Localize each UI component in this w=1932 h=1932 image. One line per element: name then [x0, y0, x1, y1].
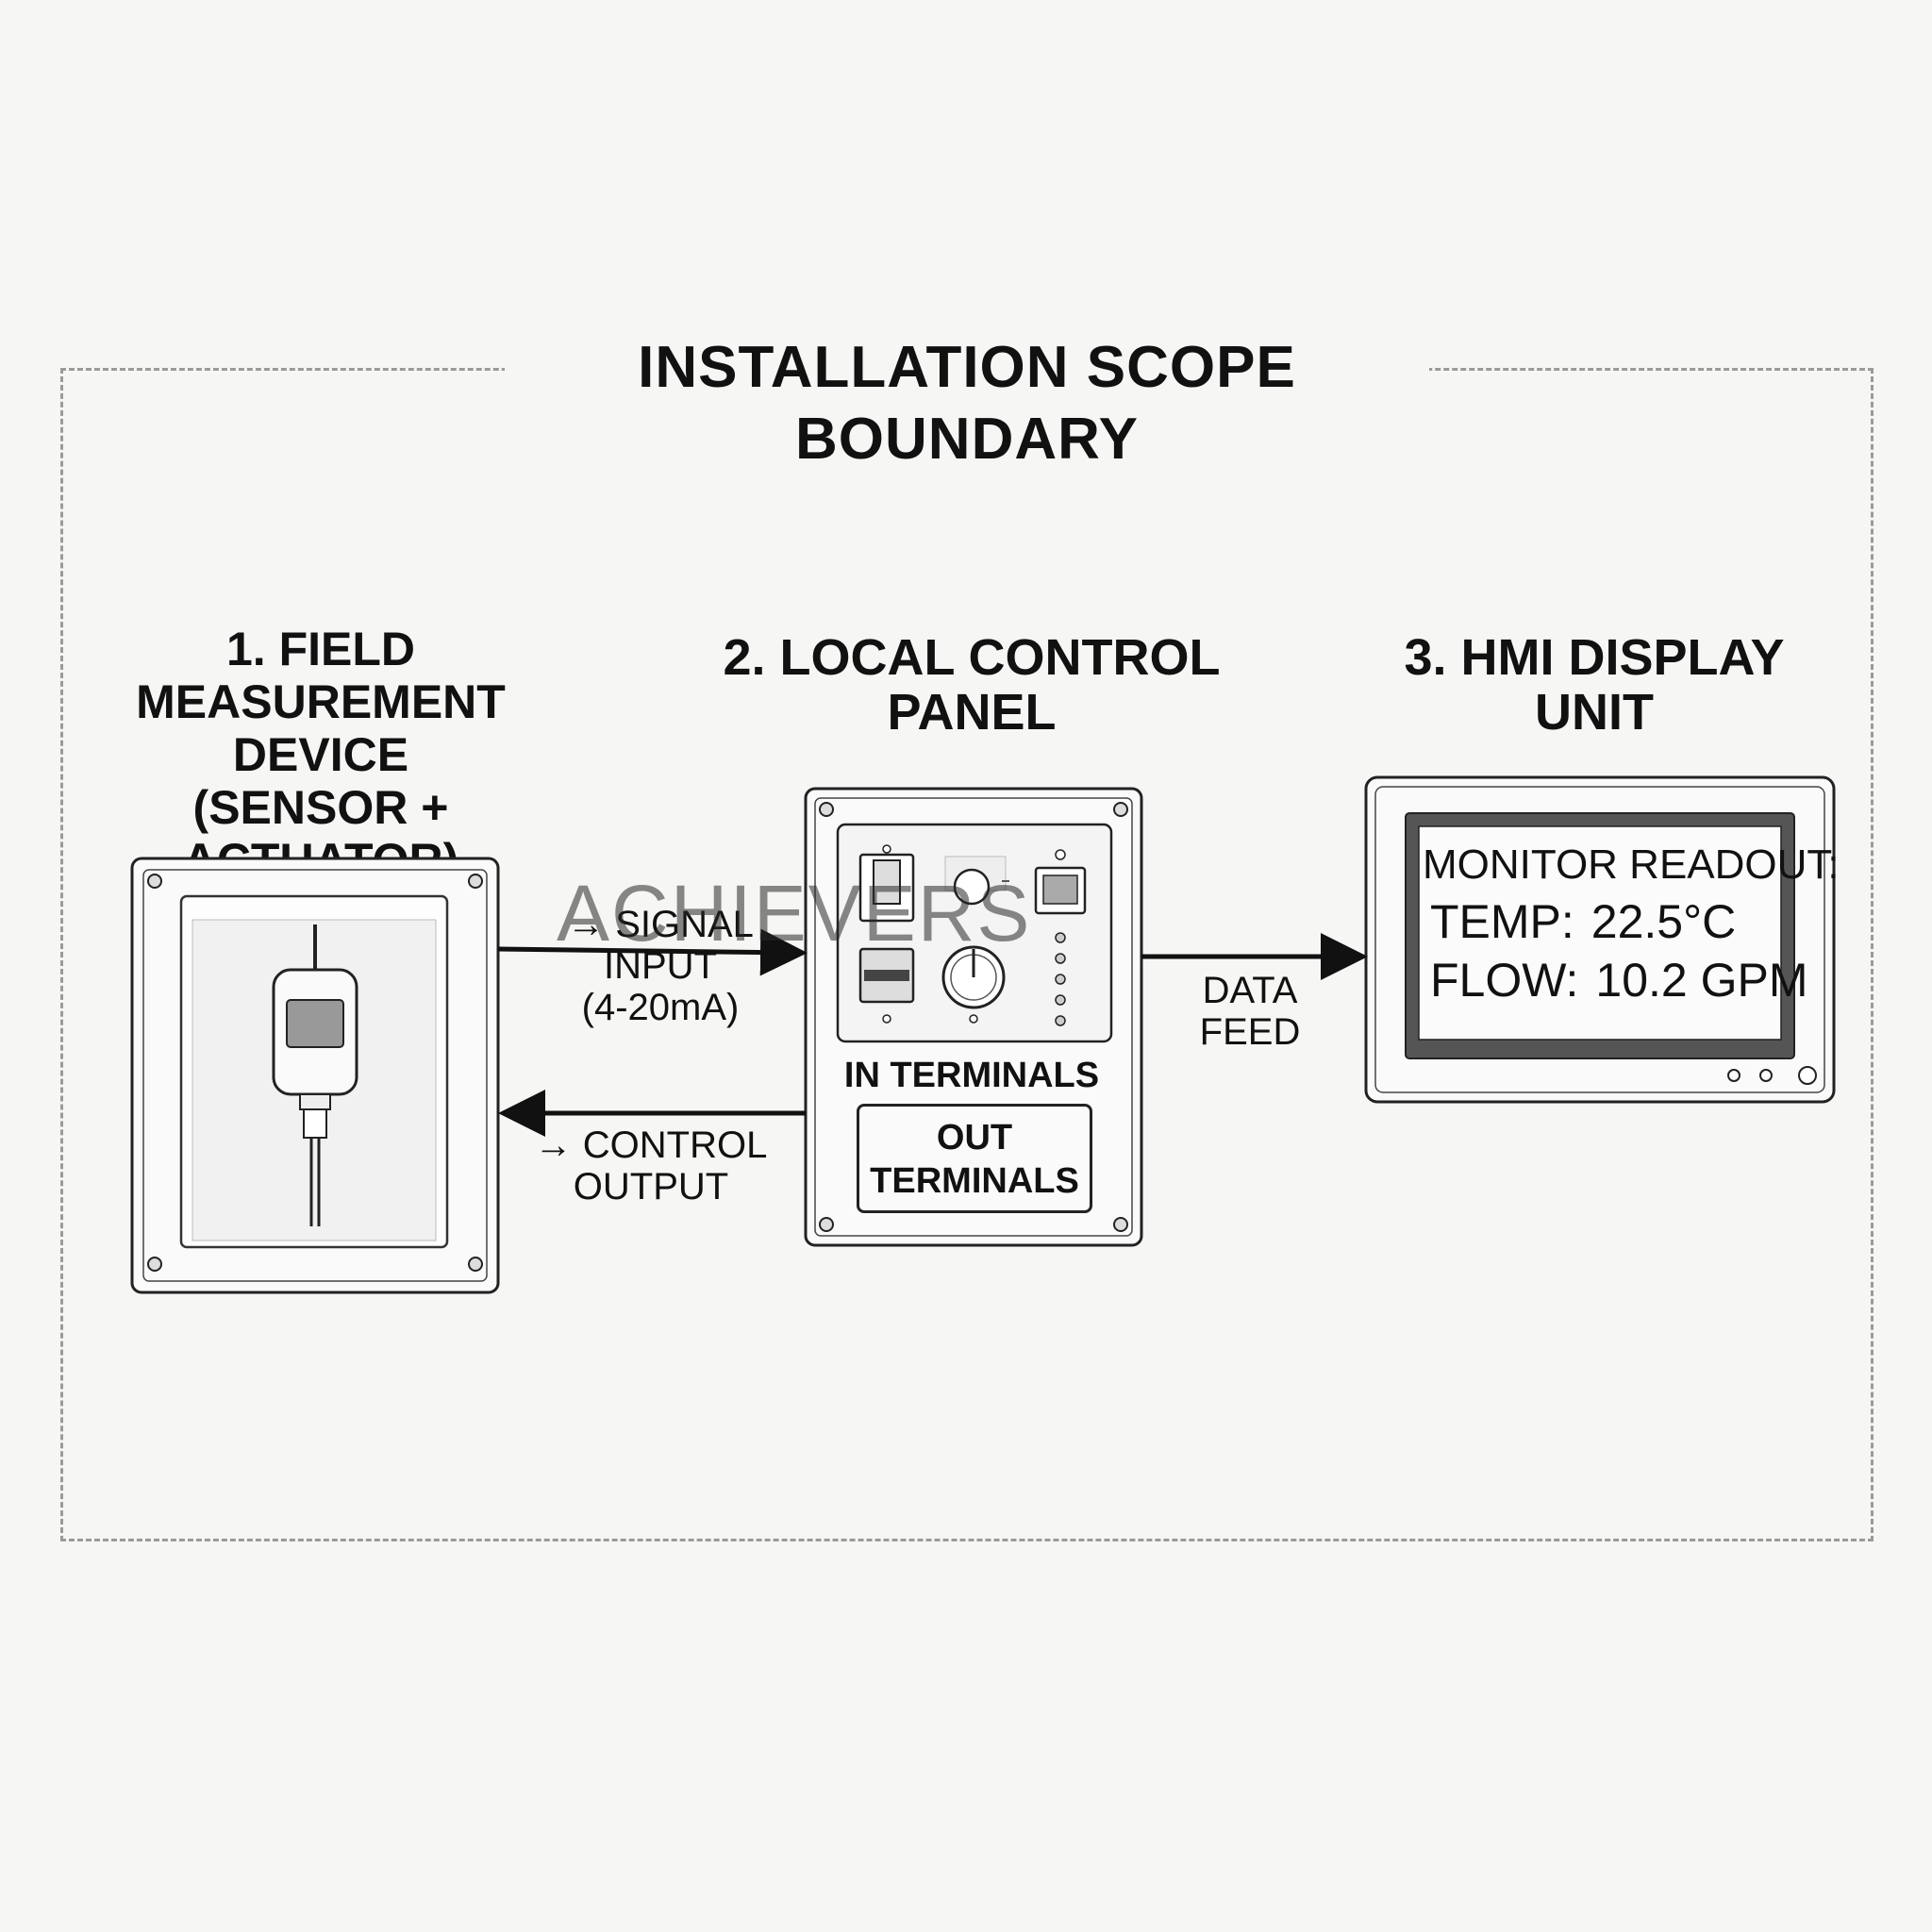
panel-breaker-icon	[858, 947, 915, 1024]
out-terminals-box: OUT TERMINALS	[857, 1104, 1092, 1213]
panel-status-leds-icon	[1055, 932, 1066, 1026]
signal-input-arrow	[497, 928, 808, 976]
signal-input-label: → SIGNAL INPUT (4-20mA)	[567, 904, 754, 1028]
sensor-icon	[272, 924, 358, 1226]
control-panel-label: 2. LOCAL CONTROL PANEL	[723, 629, 1221, 741]
hmi-screen-readout: MONITOR READOUT: TEMP: 22.5°C FLOW: 10.2 G…	[1423, 838, 1840, 1009]
temp-readout: TEMP: 22.5°C	[1423, 892, 1785, 951]
data-feed-label: DATA FEED	[1199, 970, 1301, 1053]
flow-value: 10.2 GPM	[1595, 954, 1808, 1007]
temp-label: TEMP:	[1430, 895, 1574, 948]
flow-readout: FLOW: 10.2 GPM	[1423, 951, 1808, 1009]
panel-indicator-button-icon	[1002, 849, 1087, 915]
panel-dial-knob-icon	[941, 945, 1006, 1024]
in-terminals-label: IN TERMINALS	[843, 1056, 1100, 1095]
panel-switch-icon	[858, 844, 915, 923]
boundary-title: INSTALLATION SCOPE BOUNDARY	[505, 332, 1429, 472]
flow-label: FLOW:	[1430, 954, 1579, 1007]
watermark: ACHIEVERS	[557, 869, 1032, 958]
control-output-label: → CONTROL OUTPUT	[534, 1124, 768, 1208]
hmi-display-enclosure	[1364, 775, 1836, 1104]
hmi-display-label: 3. HMI DISPLAY UNIT	[1404, 629, 1785, 741]
temp-value: 22.5°C	[1591, 895, 1737, 948]
panel-small-knob-icon	[944, 856, 1007, 906]
readout-title: MONITOR READOUT:	[1423, 841, 1840, 888]
